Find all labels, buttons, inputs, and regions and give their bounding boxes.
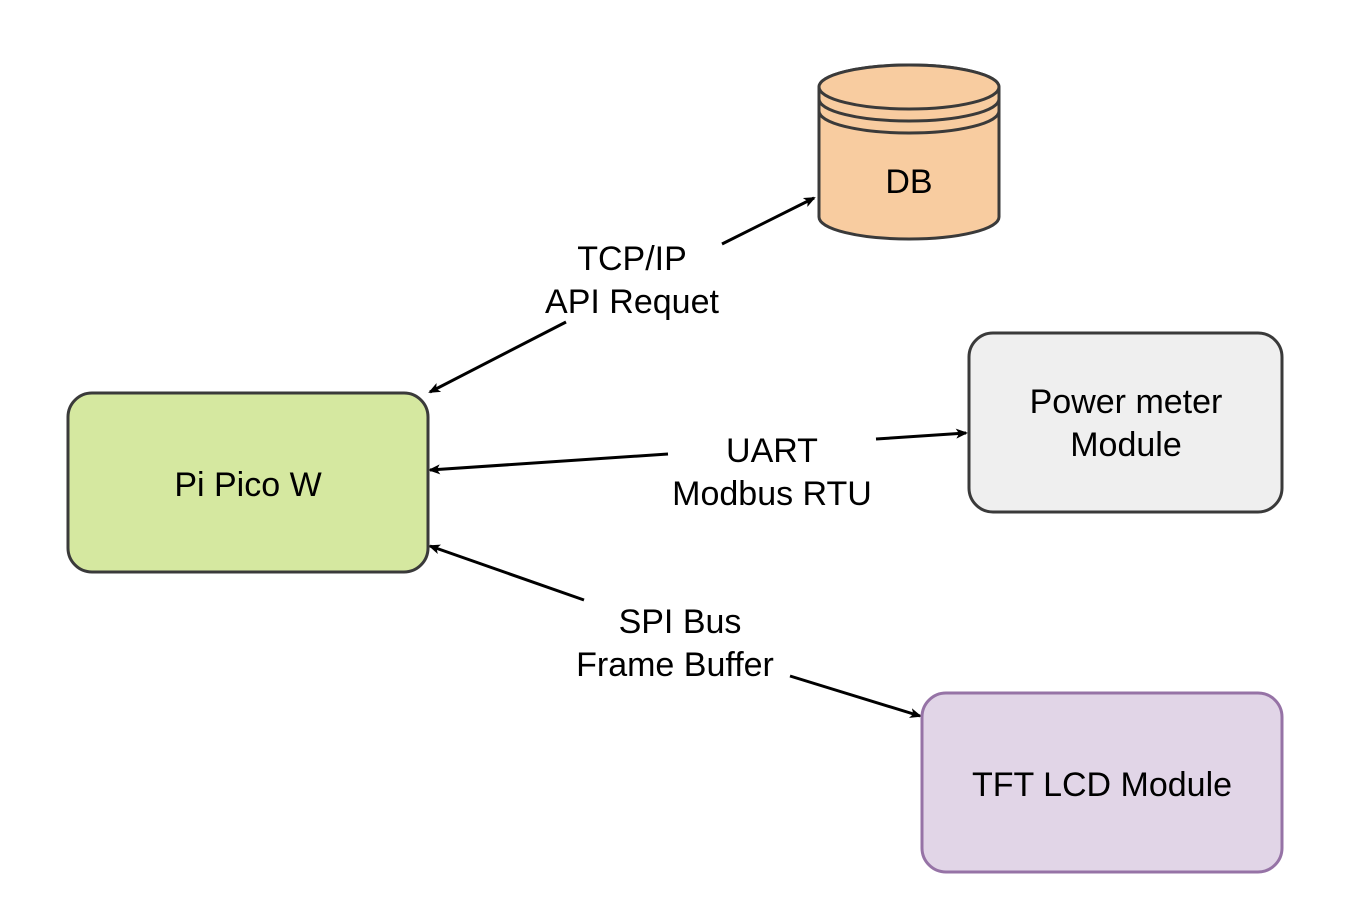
edge-spi-line-to-pico [428, 544, 585, 602]
db-cylinder-ring-2 [817, 110, 1001, 135]
node-power-meter-module: Power meter Module [967, 331, 1284, 514]
power-meter-box [967, 331, 1284, 514]
pico-label: Pi Pico W [174, 466, 321, 504]
tft-label: TFT LCD Module [972, 766, 1232, 804]
power-meter-label-line2: Module [1070, 426, 1182, 464]
db-cylinder-top [817, 63, 1001, 111]
edge-uart-label-line1: UART [726, 432, 818, 470]
edge-tcp-line-to-pico [428, 320, 567, 394]
node-tft-lcd-module: TFT LCD Module [920, 691, 1284, 874]
tft-box [920, 691, 1284, 874]
edge-spi-line-to-tft [789, 674, 922, 718]
edge-tcp-label-line2: API Requet [545, 283, 719, 321]
edge-spi-label-line2: Frame Buffer [576, 646, 774, 684]
edge-uart-label-line2: Modbus RTU [672, 475, 872, 513]
edge-tcp-line-to-db [721, 196, 816, 246]
edge-spi-bus: SPI Bus Frame Buffer [428, 544, 922, 718]
db-cylinder-ring-1 [817, 98, 1001, 123]
edge-tcp-ip: TCP/IP API Requet [428, 196, 816, 394]
node-db: DB [817, 63, 1001, 241]
edge-tcp-label-line1: TCP/IP [577, 240, 687, 278]
power-meter-label-line1: Power meter [1030, 383, 1223, 421]
node-pi-pico-w: Pi Pico W [66, 391, 430, 574]
edge-spi-label-line1: SPI Bus [619, 603, 742, 641]
edge-uart: UART Modbus RTU [428, 428, 968, 513]
edge-uart-line-to-power-meter [875, 428, 968, 441]
edge-uart-line-to-pico [428, 452, 669, 475]
pico-box [66, 391, 430, 574]
db-label: DB [885, 163, 932, 201]
